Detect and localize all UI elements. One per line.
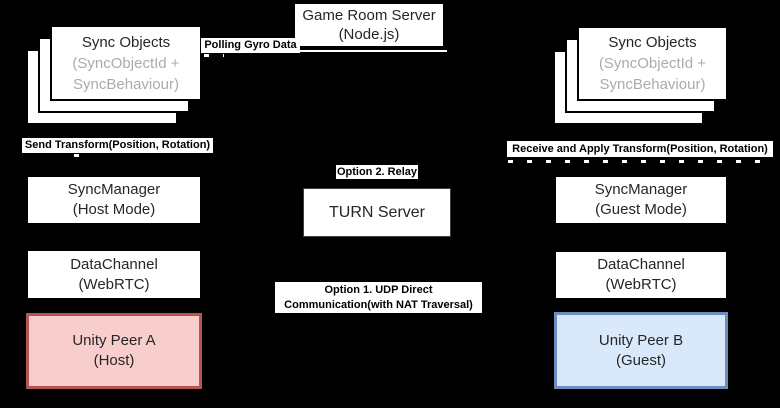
data-channel-guest-title: DataChannel — [597, 256, 685, 273]
turn-server-node: TURN Server — [303, 188, 451, 237]
edge-label-option1-udp-direct: Option 1. UDP Direct Communication(with … — [275, 282, 482, 313]
edge-label-polling-gyro-data: Polling Gyro Data — [201, 38, 300, 53]
sync-manager-host-node: SyncManager (Host Mode) — [26, 175, 202, 225]
sync-objects-right-card: Sync Objects (SyncObjectId + SyncBehavio… — [577, 26, 728, 101]
unity-peer-a-subtitle: (Host) — [93, 352, 135, 369]
data-channel-host-node: DataChannel (WebRTC) — [26, 249, 202, 300]
sync-manager-guest-subtitle: (Guest Mode) — [595, 201, 687, 218]
game-room-server-node: Game Room Server (Node.js) — [293, 2, 445, 48]
sync-objects-title: Sync Objects — [608, 34, 697, 51]
unity-peer-b-title: Unity Peer B — [598, 331, 684, 349]
sync-objects-subtitle-line1: (SyncObjectId + — [72, 54, 180, 72]
unity-peer-b-node: Unity Peer B (Guest) — [554, 312, 728, 389]
edge-label-receive-apply-transform: Receive and Apply Transform(Position, Ro… — [507, 141, 773, 157]
hidden-arrow-artifact-top — [293, 50, 447, 52]
unity-peer-a-title: Unity Peer A — [72, 332, 156, 349]
edge-label-option2-relay: Option 2. Relay — [336, 165, 418, 179]
turn-server-title: TURN Server — [328, 203, 425, 221]
sync-objects-subtitle-line2: SyncBehaviour) — [599, 76, 706, 93]
option1-line1: Option 1. UDP Direct — [324, 283, 433, 296]
hidden-arrow-artifact-send — [74, 154, 86, 157]
sync-manager-guest-title: SyncManager — [594, 181, 688, 198]
data-channel-guest-node: DataChannel (WebRTC) — [554, 250, 728, 300]
data-channel-host-title: DataChannel — [70, 255, 158, 273]
sync-objects-subtitle-line2: SyncBehaviour) — [73, 75, 179, 93]
sync-manager-host-title: SyncManager — [67, 181, 161, 198]
sync-objects-title: Sync Objects — [81, 33, 171, 51]
hidden-arrow-artifact-receive — [508, 160, 772, 163]
sync-manager-guest-node: SyncManager (Guest Mode) — [554, 175, 728, 225]
data-channel-guest-subtitle: (WebRTC) — [605, 276, 677, 293]
sync-objects-subtitle-line1: (SyncObjectId + — [598, 55, 707, 72]
option1-line2: Communication(with NAT Traversal) — [284, 298, 473, 311]
unity-peer-a-node: Unity Peer A (Host) — [26, 313, 202, 389]
data-channel-host-subtitle: (WebRTC) — [78, 275, 150, 293]
game-room-server-subtitle: (Node.js) — [338, 26, 400, 43]
sync-manager-host-subtitle: (Host Mode) — [72, 201, 156, 218]
hidden-arrow-artifact-polling — [204, 54, 224, 57]
game-room-server-title: Game Room Server — [302, 7, 436, 24]
sync-objects-left-card: Sync Objects (SyncObjectId + SyncBehavio… — [50, 25, 202, 101]
edge-label-send-transform: Send Transform(Position, Rotation) — [22, 138, 213, 153]
unity-peer-b-subtitle: (Guest) — [615, 351, 666, 369]
